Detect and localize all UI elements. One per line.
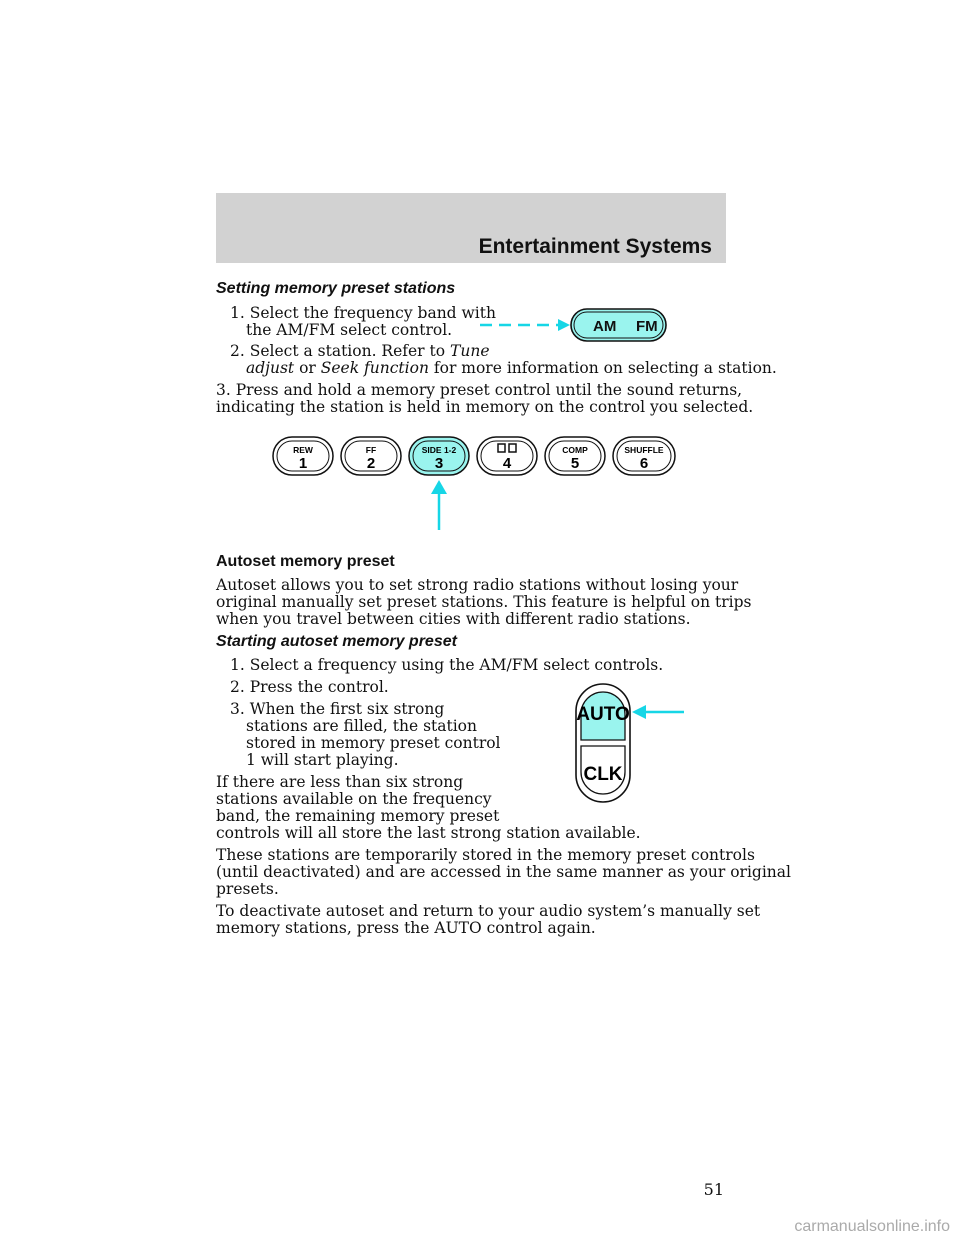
autoset-step3-line4: 1 will start playing.: [246, 751, 399, 769]
temporary-line2: (until deactivated) and are accessed in …: [216, 863, 791, 881]
svg-text:FF: FF: [366, 445, 376, 455]
deactivate-line2: memory stations, press the AUTO control …: [216, 919, 596, 937]
preset-button-1[interactable]: REW 1: [272, 436, 334, 476]
auto-clk-diagram: AUTO CLK: [575, 683, 684, 803]
arrow-head-icon: [558, 319, 570, 331]
step1-line2: the AM/FM select control.: [246, 321, 453, 339]
section-title: Entertainment Systems: [478, 235, 712, 258]
heading-autoset-memory-preset: Autoset memory preset: [216, 553, 395, 570]
autoset-para-line3: when you travel between cities with diff…: [216, 610, 691, 628]
preset-button-3[interactable]: SIDE 1-2 3: [408, 436, 470, 476]
svg-text:5: 5: [571, 455, 579, 472]
preset-button-5[interactable]: COMP 5: [544, 436, 606, 476]
autoset-step3-line1: 3. When the first six strong: [230, 700, 445, 718]
autoset-para-line1: Autoset allows you to set strong radio s…: [216, 576, 739, 594]
temporary-line3: presets.: [216, 880, 279, 898]
autoset-step3-line2: stations are filled, the station: [246, 717, 477, 735]
svg-text:COMP: COMP: [562, 445, 588, 455]
up-arrow-icon: [431, 480, 447, 530]
step1-line1: 1. Select the frequency band with: [230, 304, 496, 322]
svg-text:1: 1: [299, 455, 307, 472]
heading-starting-autoset: Starting autoset memory preset: [216, 633, 457, 650]
watermark: carmanualsonline.info: [794, 1218, 950, 1235]
preset-button-2[interactable]: FF 2: [340, 436, 402, 476]
amfm-button[interactable]: [570, 308, 667, 342]
left-arrow-icon: [632, 705, 684, 719]
preset-button-4[interactable]: 4: [476, 436, 538, 476]
temporary-line1: These stations are temporarily stored in…: [216, 846, 755, 864]
autoset-step3-line3: stored in memory preset control: [246, 734, 501, 752]
page-number: 51: [703, 1180, 724, 1199]
clk-button[interactable]: CLK: [580, 745, 626, 795]
less-than-six-line2: stations available on the frequency: [216, 790, 492, 808]
svg-text:4: 4: [503, 455, 512, 472]
preset-buttons-diagram: REW 1 FF 2 SIDE 1-2 3 4 COMP 5 SHUFFLE 6: [272, 436, 676, 530]
am-label: AM: [593, 318, 616, 335]
step2-line2: adjust or Seek function for more informa…: [246, 359, 777, 377]
fm-label: FM: [636, 318, 658, 335]
step3-line1: 3. Press and hold a memory preset contro…: [216, 381, 743, 399]
svg-text:SIDE 1-2: SIDE 1-2: [422, 445, 457, 455]
less-than-six-line4: controls will all store the last strong …: [216, 824, 641, 842]
dolby-icon: [497, 443, 517, 453]
less-than-six-line1: If there are less than six strong: [216, 773, 464, 791]
autoset-step1: 1. Select a frequency using the AM/FM se…: [230, 656, 664, 674]
less-than-six-line3: band, the remaining memory preset: [216, 807, 500, 825]
auto-button[interactable]: AUTO: [576, 691, 630, 741]
auto-label: AUTO: [576, 704, 629, 725]
header-band: Entertainment Systems: [216, 193, 726, 263]
tune-adjust-ref: Tune: [450, 342, 490, 360]
autoset-para-line2: original manually set preset stations. T…: [216, 593, 752, 611]
step2-line1: 2. Select a station. Refer to Tune: [230, 342, 490, 360]
svg-text:6: 6: [640, 455, 648, 472]
amfm-diagram: AM FM: [480, 308, 667, 342]
deactivate-line1: To deactivate autoset and return to your…: [216, 902, 761, 920]
preset-button-6[interactable]: SHUFFLE 6: [612, 436, 676, 476]
seek-function-ref: Seek function: [320, 359, 429, 377]
svg-text:SHUFFLE: SHUFFLE: [624, 445, 664, 455]
step3-line2: indicating the station is held in memory…: [216, 398, 754, 416]
autoset-step2: 2. Press the control.: [230, 678, 389, 696]
clk-label: CLK: [583, 764, 622, 785]
svg-text:REW: REW: [293, 445, 314, 455]
svg-text:3: 3: [435, 455, 443, 472]
heading-setting-memory-preset: Setting memory preset stations: [216, 280, 456, 297]
svg-text:2: 2: [367, 455, 375, 472]
